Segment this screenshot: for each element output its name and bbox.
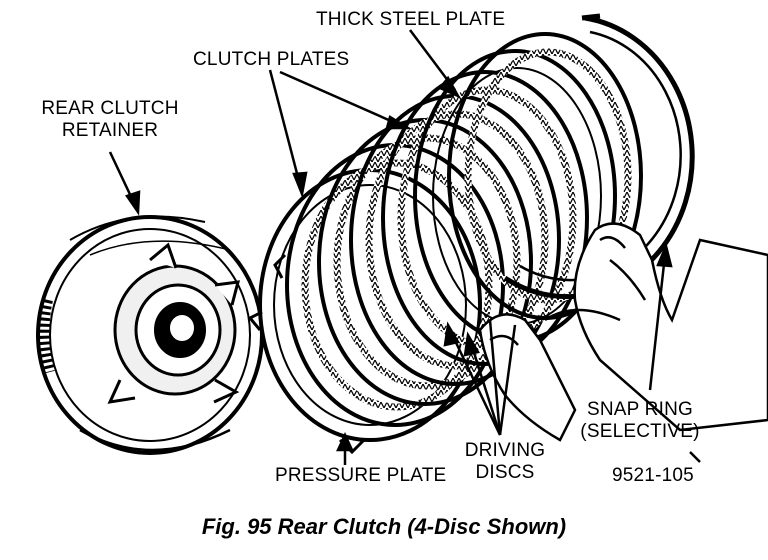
diagram: THICK STEEL PLATE CLUTCH PLATES REAR CLU… — [36, 9, 768, 486]
leader-arrows — [108, 29, 701, 465]
rear-clutch-retainer-label-line2: RETAINER — [61, 120, 159, 141]
clutch-illustration — [36, 13, 768, 465]
snap-ring-label-line2: (SELECTIVE) — [580, 421, 700, 442]
driving-discs-label-line1: DRIVING — [464, 440, 546, 461]
rear-clutch-retainer-label-line1: REAR CLUTCH — [41, 98, 179, 119]
driving-discs-label-line2: DISCS — [475, 462, 535, 483]
hands-drawing — [478, 222, 768, 442]
rear-clutch-retainer-drawing — [36, 215, 264, 455]
thick-steel-plate-label: THICK STEEL PLATE — [316, 9, 506, 30]
figure-id-label: 9521-105 — [612, 465, 694, 486]
clutch-plates-label: CLUTCH PLATES — [193, 49, 350, 70]
driving-discs-label: DRIVING DISCS — [445, 440, 565, 484]
snap-ring-label-line1: SNAP RING — [587, 399, 693, 420]
figure-caption: Fig. 95 Rear Clutch (4-Disc Shown) — [201, 514, 567, 539]
rear-clutch-retainer-label: REAR CLUTCH RETAINER — [40, 98, 180, 142]
pressure-plate-label: PRESSURE PLATE — [275, 465, 447, 486]
snap-ring-label: SNAP RING (SELECTIVE) — [570, 399, 710, 443]
clutch-plate-stack-drawing — [247, 32, 643, 455]
